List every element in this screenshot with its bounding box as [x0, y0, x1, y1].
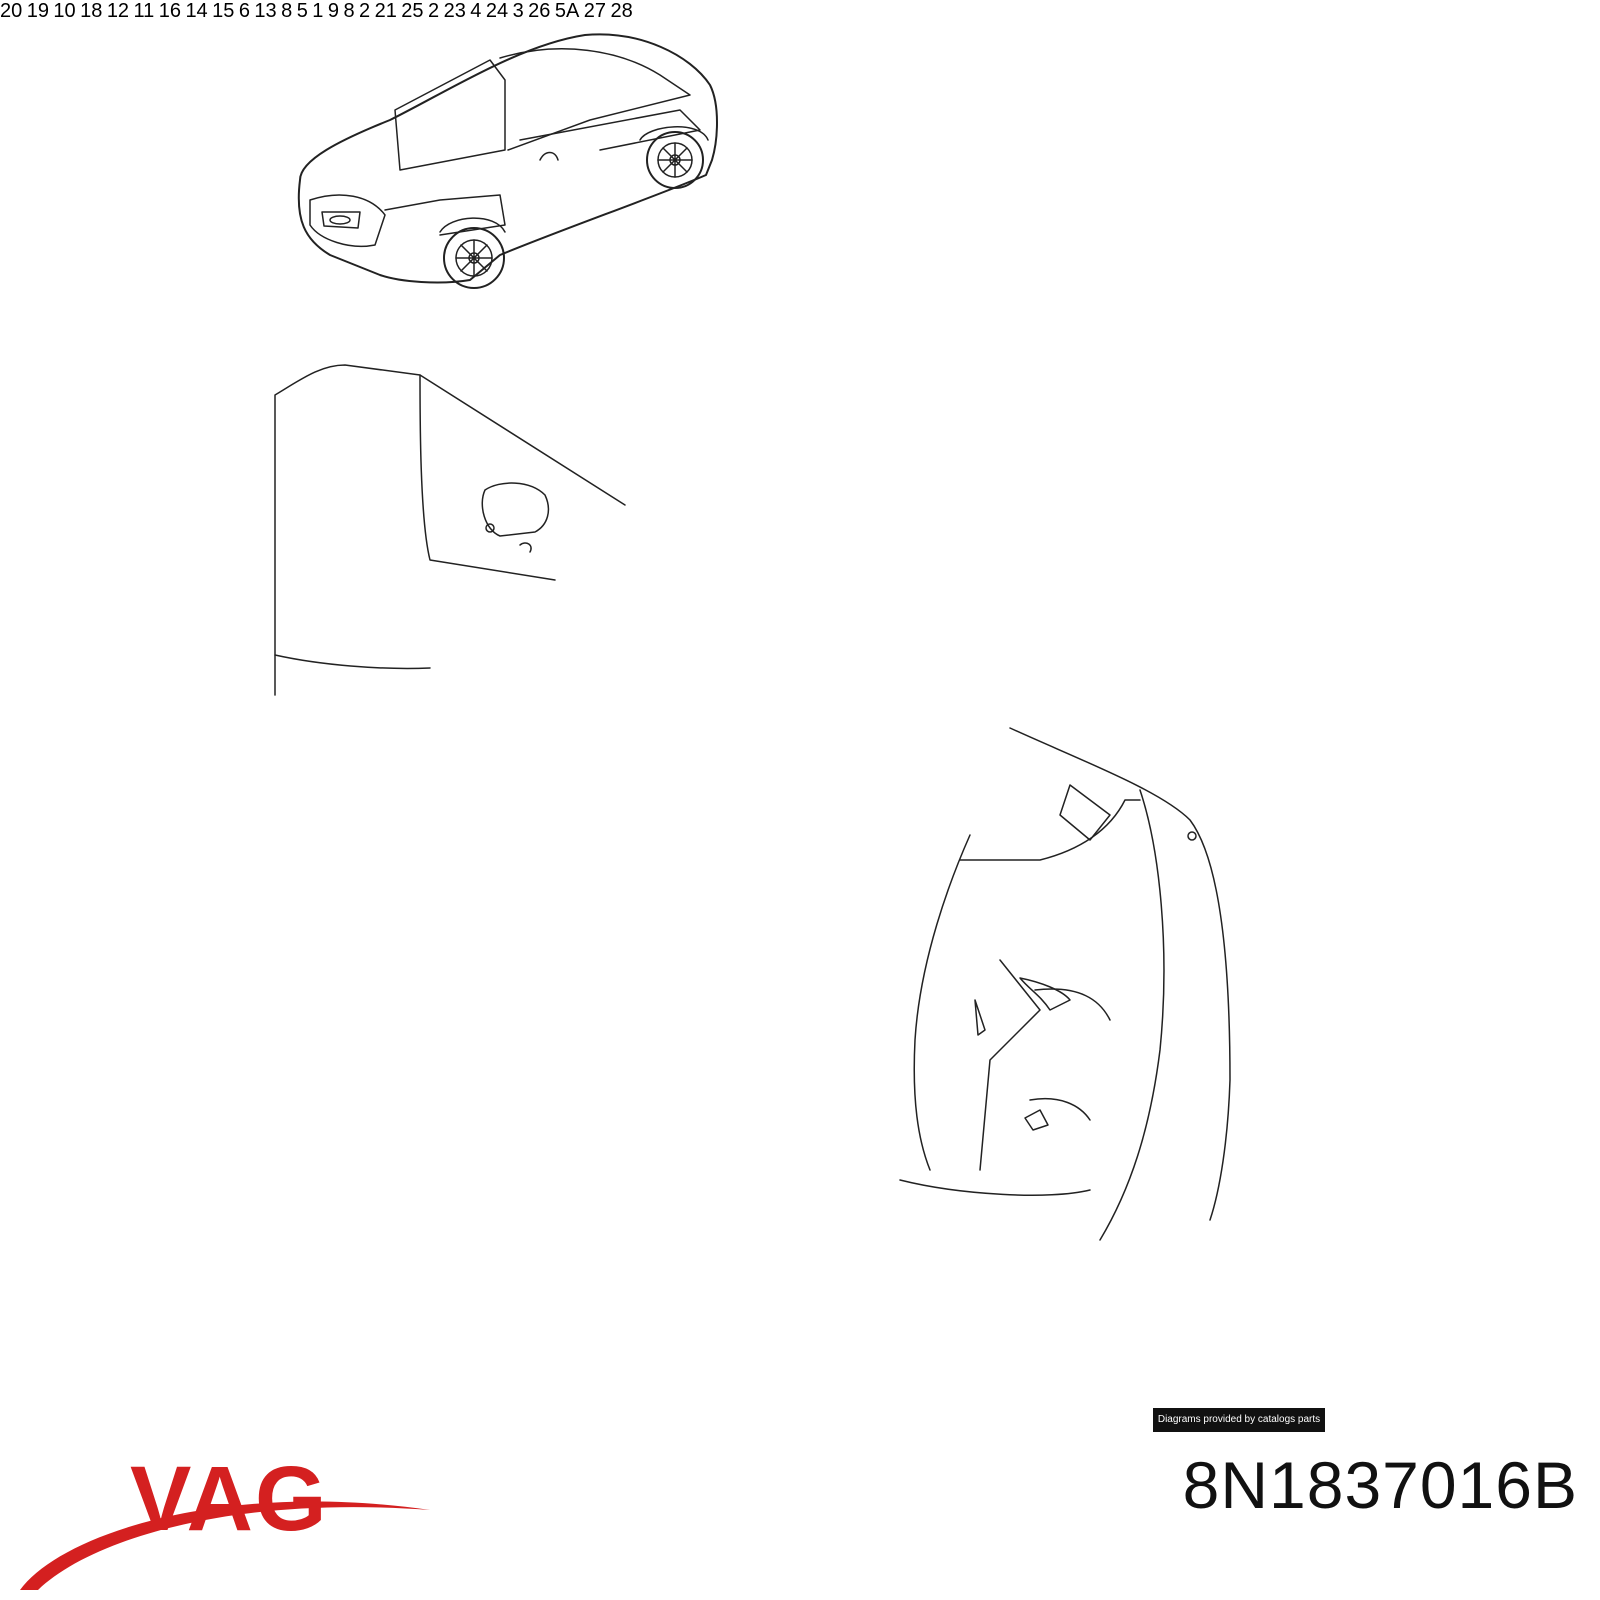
callout-27: 27: [583, 0, 607, 22]
callout-9: 9: [327, 0, 339, 22]
callout-2-lower: 2: [428, 0, 440, 22]
callout-15: 15: [212, 0, 235, 22]
callout-28: 28: [610, 0, 633, 22]
callout-3: 3: [512, 0, 524, 22]
callout-26: 26: [528, 0, 551, 22]
door-panel-outline: [274, 364, 1231, 1241]
callout-13: 13: [254, 0, 277, 22]
logo-swoosh: [20, 1501, 430, 1590]
callout-23: 23: [443, 0, 466, 22]
callout-25: 25: [401, 0, 424, 22]
vag-brand-logo: VAG: [20, 1448, 430, 1590]
diagram-credit-label: Diagrams provided by catalogs parts: [1153, 1408, 1325, 1432]
callout-20: 20: [0, 0, 23, 22]
car-overview-illustration: [297, 33, 718, 289]
callout-2-upper: 2: [359, 0, 371, 22]
callout-8-lower: 8: [343, 0, 355, 22]
callout-16: 16: [158, 0, 181, 22]
callout-12: 12: [106, 0, 130, 22]
callout-24: 24: [485, 0, 509, 22]
callout-18: 18: [80, 0, 103, 22]
logo-wordmark: VAG: [130, 1448, 329, 1550]
callout-6: 6: [238, 0, 250, 22]
part-number: 8N1837016B: [1182, 1448, 1578, 1522]
callout-21: 21: [374, 0, 397, 22]
callout-8-upper: 8: [281, 0, 293, 22]
callout-5A: 5A: [554, 0, 580, 22]
callout-11: 11: [133, 0, 155, 22]
exploded-parts-diagram: [274, 33, 1231, 1241]
callout-labels: 20 19 10 18 12 11 16 14 15 6 13 8 5 1 9 …: [0, 0, 633, 22]
callout-5: 5: [296, 0, 308, 22]
callout-1: 1: [312, 0, 324, 22]
callout-14: 14: [185, 0, 208, 22]
callout-10: 10: [53, 0, 76, 22]
callout-4: 4: [470, 0, 482, 22]
callout-19: 19: [26, 0, 49, 22]
